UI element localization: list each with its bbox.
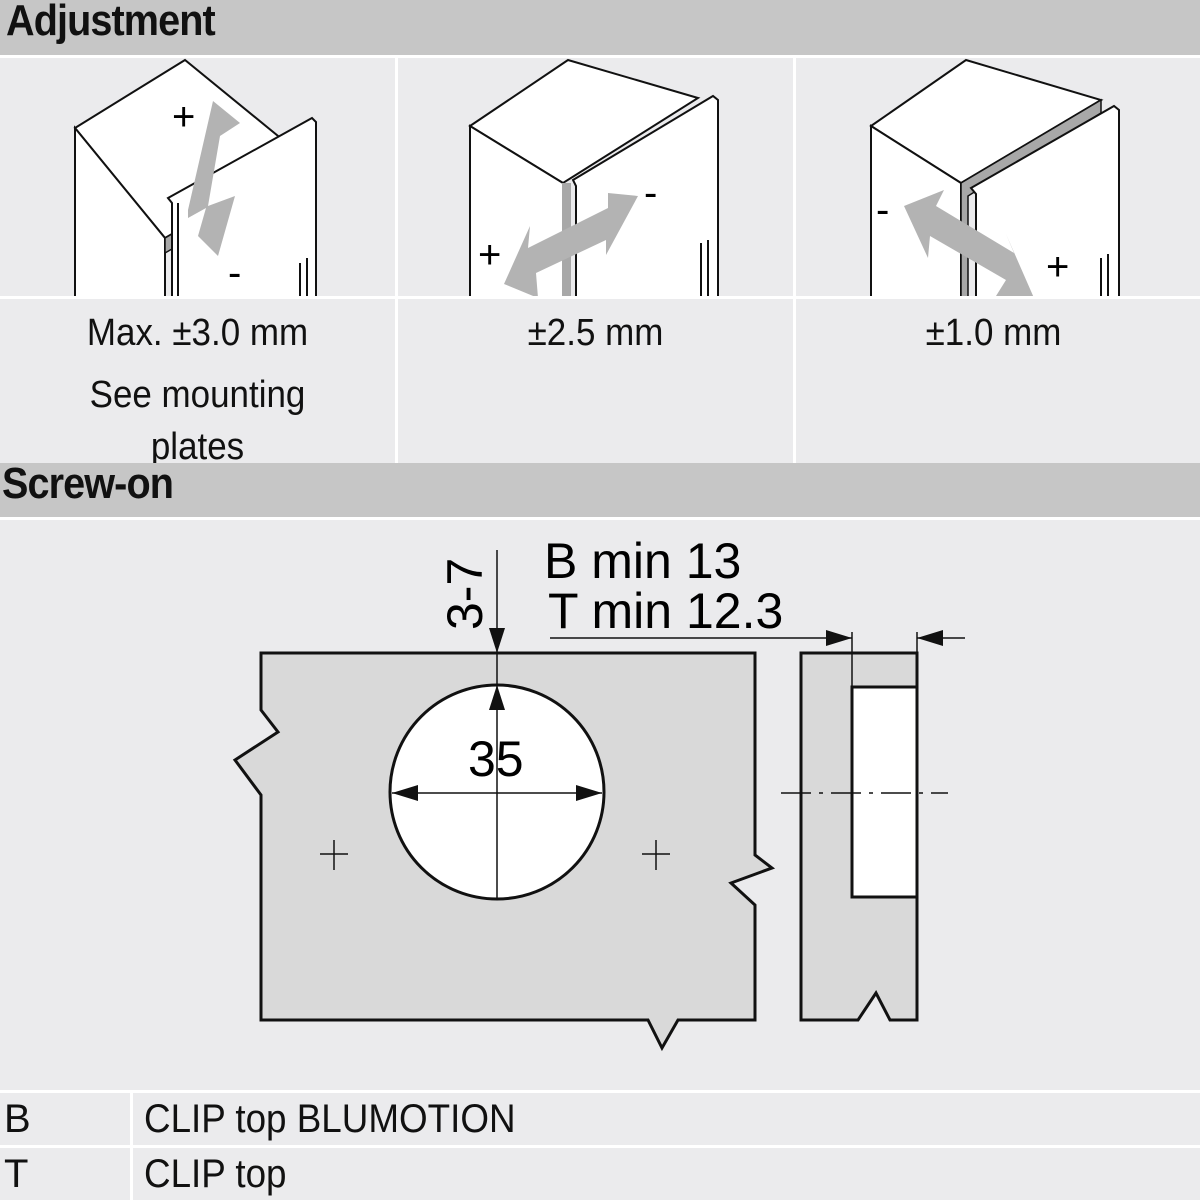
divider [0,1145,1200,1148]
adjustment-header: Adjustment [0,0,1200,55]
minus-label: - [644,171,657,215]
plus-label: + [478,233,501,277]
panel-side-adjustment: + - [398,58,793,296]
edge-distance-label: 3-7 [437,558,493,630]
panel-height-adjustment: + - [0,58,395,296]
b-min-label: B min 13 [544,533,741,589]
legend-key: T [4,1152,29,1196]
t-min-label: T min 12.3 [548,583,783,639]
legend-value: CLIP top BLUMOTION [144,1097,516,1141]
divider [395,58,398,463]
divider [0,55,1200,58]
divider [130,1093,133,1200]
height-adjustment-value: Max. ±3.0 mm [86,312,309,354]
minus-label: - [228,251,241,295]
screw-hole-right [642,840,670,870]
screw-hole-left [320,840,348,870]
minus-label: - [876,188,889,232]
legend-row: B CLIP top BLUMOTION [0,1093,1200,1145]
mounting-note-line2: plates [150,426,245,468]
divider [793,58,796,463]
cabinet-side-icon: + - [468,58,719,296]
plus-label: + [172,95,195,139]
legend-key: B [4,1097,31,1141]
legend-value: CLIP top [144,1152,287,1196]
screw-on-title: Screw-on [2,459,174,508]
cup-diameter-label: 35 [468,731,524,787]
divider [0,1090,1200,1093]
legend-row: T CLIP top [0,1148,1200,1200]
depth-adjustment-value: ±1.0 mm [925,312,1062,354]
cabinet-depth-icon: - + [869,58,1120,296]
mounting-note-line1: See mounting [89,374,306,416]
divider [0,517,1200,520]
divider [0,296,1200,299]
adjustment-title: Adjustment [6,0,216,45]
drilling-diagram: 35 3-7 B min 13 T min 12.3 [232,533,965,1052]
plus-label: + [1046,245,1069,289]
cabinet-height-icon: + - [73,58,317,296]
screw-on-header: Screw-on [0,459,1200,517]
panel-depth-adjustment: - + [796,58,1200,296]
side-adjustment-value: ±2.5 mm [527,312,664,354]
